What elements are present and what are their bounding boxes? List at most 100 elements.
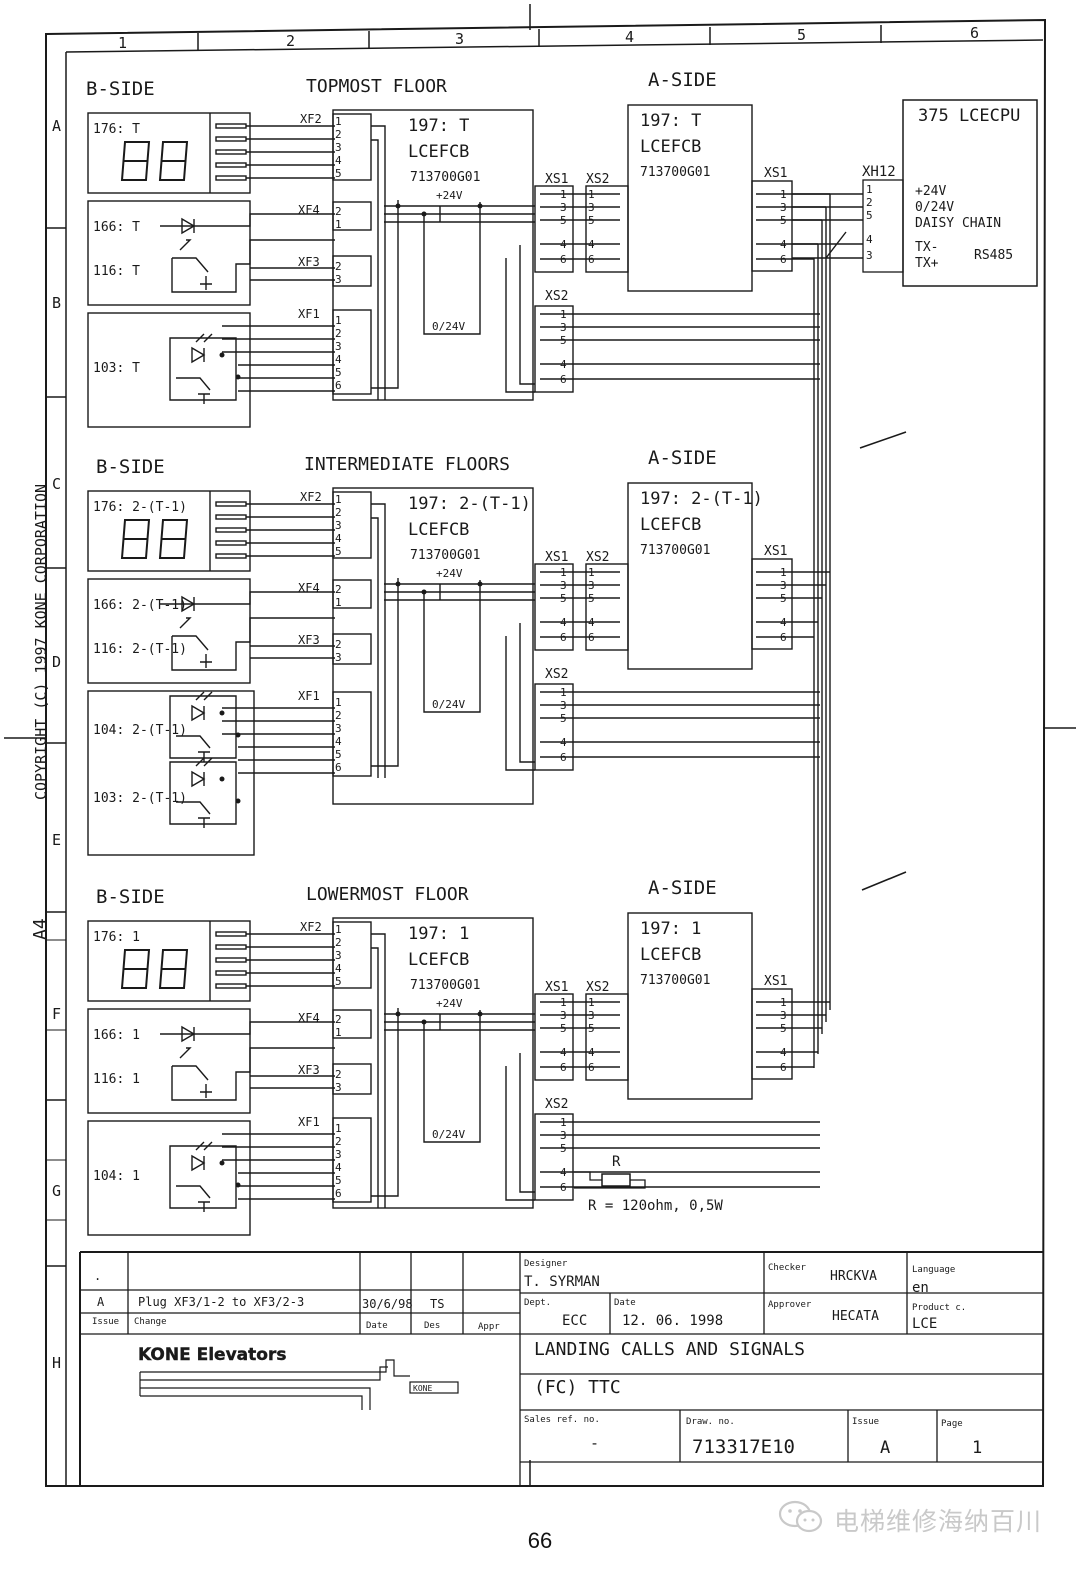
connector-label: XS2 [586,172,609,187]
a-side-label: A-SIDE [648,447,717,469]
page-label: Page [941,1419,963,1429]
arrival-signal-label: 103: T [93,361,140,376]
connector-label: XS2 [545,1097,568,1112]
seven-segment-digit [121,949,150,989]
svg-text:3: 3 [335,519,342,532]
sales-label: Sales ref. no. [524,1415,600,1425]
kone-logo: KONE [413,1384,432,1393]
svg-text:3: 3 [866,249,873,262]
svg-text:5: 5 [335,1174,342,1187]
svg-text:2: 2 [335,327,342,340]
board-type: LCEFCB [408,950,469,970]
dept-value: ECC [562,1313,587,1329]
row-label: D [52,653,61,671]
cpu-title: 375 LCECPU [918,106,1020,126]
voltage-label: 0/24V [432,1128,465,1141]
arrival-signal-label: 103: 2-(T-1) [93,791,187,806]
voltage-label: +24V [436,997,463,1010]
checker-value: HRCKVA [830,1269,877,1284]
row-label: H [52,1354,61,1372]
svg-text:4: 4 [335,962,342,975]
svg-text:5: 5 [335,366,342,379]
connector-label: XS1 [545,980,568,995]
row-label: G [52,1182,61,1200]
company-name: KONE Elevators [138,1345,286,1365]
svg-text:2: 2 [335,638,342,651]
resistor-label: R [612,1154,621,1170]
a-side-label: A-SIDE [648,877,717,899]
connector-label: XF4 [298,203,320,217]
board-part-number: 713700G01 [410,978,480,993]
arrival-switch-icon [176,1185,211,1212]
svg-text:2: 2 [335,1068,342,1081]
connector-label: XF4 [298,1011,320,1025]
header-change: Change [134,1317,167,1327]
svg-text:4: 4 [335,1161,342,1174]
board-part-number: 713700G01 [410,548,480,563]
svg-text:2: 2 [335,709,342,722]
connector-label: XS1 [764,974,787,989]
revision-change: Plug XF3/1-2 to XF3/2-3 [138,1295,304,1309]
board-label: 197: T [408,116,469,136]
row-label: B [52,294,61,312]
section-title: LOWERMOST FLOOR [306,884,469,905]
voltage-label: 0/24V [432,698,465,711]
cpu-bus-label: RS485 [974,248,1013,263]
column-label: 3 [455,30,464,48]
board-type: LCEFCB [640,137,701,157]
connector-label: XF3 [298,255,320,269]
svg-text:2: 2 [335,583,342,596]
board-part-number: 713700G01 [410,170,480,185]
svg-text:1: 1 [335,1122,342,1135]
title-block-text: . A Plug XF3/1-2 to XF3/2-3 30/6/98 TS I… [92,1259,982,1458]
svg-text:3: 3 [335,273,342,286]
svg-text:6: 6 [335,379,342,392]
page-value: 1 [972,1438,982,1458]
call-button-switch-icon [171,239,335,293]
svg-text:4: 4 [335,154,342,167]
seven-segment-digit [121,141,150,181]
svg-text:2: 2 [335,128,342,141]
approver-label: Approver [768,1300,812,1310]
connector-label: XF4 [298,581,320,595]
header-des: Des [424,1321,440,1331]
board-label: 197: 2-(T-1) [408,494,531,514]
svg-text:2: 2 [335,1013,342,1026]
call-lamp-led-icon [181,595,196,613]
svg-text:.: . [94,1269,101,1283]
language-value: en [912,1280,929,1296]
column-label: 5 [797,26,806,44]
svg-text:3: 3 [335,722,342,735]
lcecpu-module: 375 LCECPU XH12 +24V 0/24V DAISY CHAIN T… [862,99,1038,287]
board-part-number: 713700G01 [640,543,710,558]
call-button-label: 166: 1 [93,1028,140,1043]
svg-text:1: 1 [335,696,342,709]
header-appr: Appr [478,1322,500,1332]
drawing-subtitle: (FC) TTC [534,1377,621,1398]
checker-label: Checker [768,1263,807,1273]
seven-segment-digit [159,141,188,181]
arrival-gong-led-icon [191,1154,206,1172]
svg-text:2: 2 [335,936,342,949]
issue-value: A [880,1438,890,1458]
board-type: LCEFCB [408,520,469,540]
connector-label: XF2 [300,490,322,504]
product-value: LCE [912,1316,937,1332]
connector-label: XF1 [298,307,320,321]
drawing-title: LANDING CALLS AND SIGNALS [534,1339,805,1360]
connector-label: XF3 [298,1063,320,1077]
cpu-signal: +24V [915,184,946,199]
date-label: Date [614,1298,636,1308]
b-side-label: B-SIDE [86,78,155,100]
svg-text:3: 3 [335,949,342,962]
call-lamp-led-icon [181,1025,196,1043]
header-date: Date [366,1321,388,1331]
svg-text:5: 5 [335,545,342,558]
svg-text:3: 3 [335,141,342,154]
connector-label: XS2 [586,550,609,565]
svg-text:1: 1 [335,923,342,936]
svg-text:5: 5 [335,167,342,180]
arrival-signal-label: 104: 1 [93,1169,140,1184]
